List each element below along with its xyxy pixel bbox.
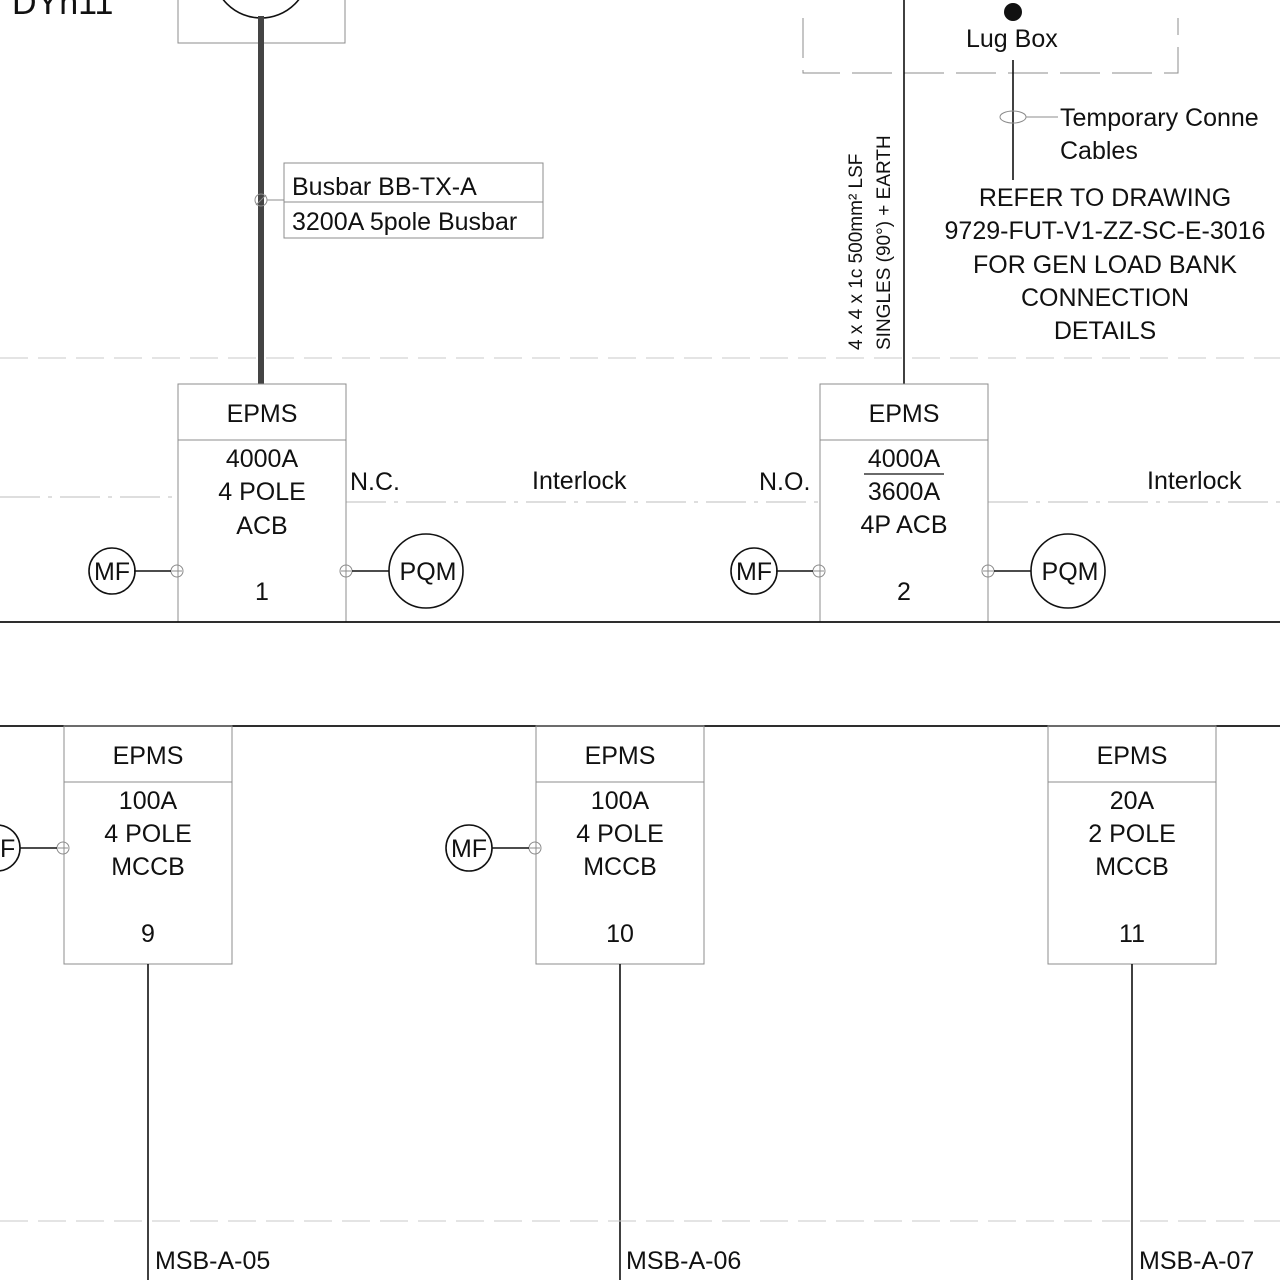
temporary-cables-label: Cables (1060, 137, 1138, 165)
breaker-9[interactable]: EPMS 100A 4 POLE MCCB 9 (63, 725, 233, 965)
breaker-10-poles: 4 POLE (576, 820, 664, 848)
mf-meter-partial (0, 824, 21, 872)
outgoing-label-msb-a-07: MSB-A-07 (1139, 1247, 1254, 1275)
breaker-9-rating: 100A (119, 787, 178, 815)
normally-closed-label: N.C. (350, 468, 400, 496)
breaker-11[interactable]: EPMS 20A 2 POLE MCCB 11 (1047, 725, 1217, 965)
svg-text:REFER TO DRAWING: REFER TO DRAWING (979, 184, 1231, 212)
breaker-2[interactable]: EPMS 4000A 3600A 4P ACB 2 (819, 383, 989, 623)
breaker-1-number: 1 (255, 578, 269, 606)
breaker-9-header: EPMS (113, 742, 184, 770)
svg-text:DETAILS: DETAILS (1054, 317, 1156, 345)
breaker-2-frame: 4000A (868, 445, 941, 473)
pqm-meter-1-label: PQM (400, 558, 457, 586)
breaker-1-type: ACB (236, 512, 287, 540)
breaker-11-poles: 2 POLE (1088, 820, 1176, 848)
normally-open-label: N.O. (759, 468, 810, 496)
mf-meter-2 (730, 547, 778, 595)
breaker-9-number: 9 (141, 920, 155, 948)
breaker-2-type: 4P ACB (860, 511, 947, 539)
breaker-10-number: 10 (606, 920, 634, 948)
mf-meter-10 (445, 824, 493, 872)
breaker-10[interactable]: EPMS 100A 4 POLE MCCB 10 (535, 725, 705, 965)
outgoing-label-msb-a-06: MSB-A-06 (626, 1247, 741, 1275)
transformer-symbol (222, 0, 300, 19)
breaker-1-header: EPMS (227, 400, 298, 428)
breaker-10-type: MCCB (583, 853, 657, 881)
breaker-1-poles: 4 POLE (218, 478, 306, 506)
breaker-9-type: MCCB (111, 853, 185, 881)
breaker-2-number: 2 (897, 578, 911, 606)
svg-text:9729-FUT-V1-ZZ-SC-E-3016: 9729-FUT-V1-ZZ-SC-E-3016 (945, 217, 1266, 245)
cable-spec-line-2: SINGLES (90°) + EARTH (874, 135, 895, 350)
transformer-vector-group: DYn11 (12, 0, 113, 22)
breaker-11-number: 11 (1119, 920, 1145, 948)
breaker-11-rating: 20A (1110, 787, 1155, 815)
pqm-meter-2 (1030, 533, 1106, 609)
busbar-rating: 3200A 5pole Busbar (292, 208, 517, 236)
mf-meter-1-label: MF (94, 558, 130, 586)
mf-meter-partial-label: F (0, 835, 15, 863)
breaker-1[interactable]: EPMS 4000A 4 POLE ACB 1 (177, 383, 347, 623)
breaker-2-setting: 3600A (868, 478, 941, 506)
lug-box-enclosure (802, 18, 1179, 74)
mf-meter-10-label: MF (451, 835, 487, 863)
outgoing-label-msb-a-05: MSB-A-05 (155, 1247, 270, 1275)
breaker-10-rating: 100A (591, 787, 650, 815)
breaker-2-header: EPMS (869, 400, 940, 428)
svg-text:CONNECTION: CONNECTION (1021, 284, 1189, 312)
svg-text:FOR GEN LOAD BANK: FOR GEN LOAD BANK (973, 251, 1237, 279)
breaker-10-header: EPMS (585, 742, 656, 770)
temporary-connection-label: Temporary Conne (1060, 104, 1259, 132)
busbar-name: Busbar BB-TX-A (292, 173, 477, 201)
breaker-1-rating: 4000A (226, 445, 299, 473)
lug-box-label: Lug Box (966, 25, 1058, 53)
interlock-label-2: Interlock (1147, 467, 1242, 495)
mf-meter-1 (88, 547, 136, 595)
breaker-11-type: MCCB (1095, 853, 1169, 881)
breaker-9-poles: 4 POLE (104, 820, 192, 848)
interlock-label-1: Interlock (532, 467, 627, 495)
pqm-meter-1 (388, 533, 464, 609)
cable-spec-line-1: 4 x 4 x 1c 500mm² LSF (846, 154, 867, 350)
mf-meter-2-label: MF (736, 558, 772, 586)
refer-to-drawing-note: REFER TO DRAWING 9729-FUT-V1-ZZ-SC-E-301… (945, 184, 1266, 345)
lug-box-terminal (1004, 3, 1022, 21)
breaker-11-header: EPMS (1097, 742, 1168, 770)
pqm-meter-2-label: PQM (1042, 558, 1099, 586)
busbar-tag: Busbar BB-TX-A 3200A 5pole Busbar (283, 162, 544, 239)
